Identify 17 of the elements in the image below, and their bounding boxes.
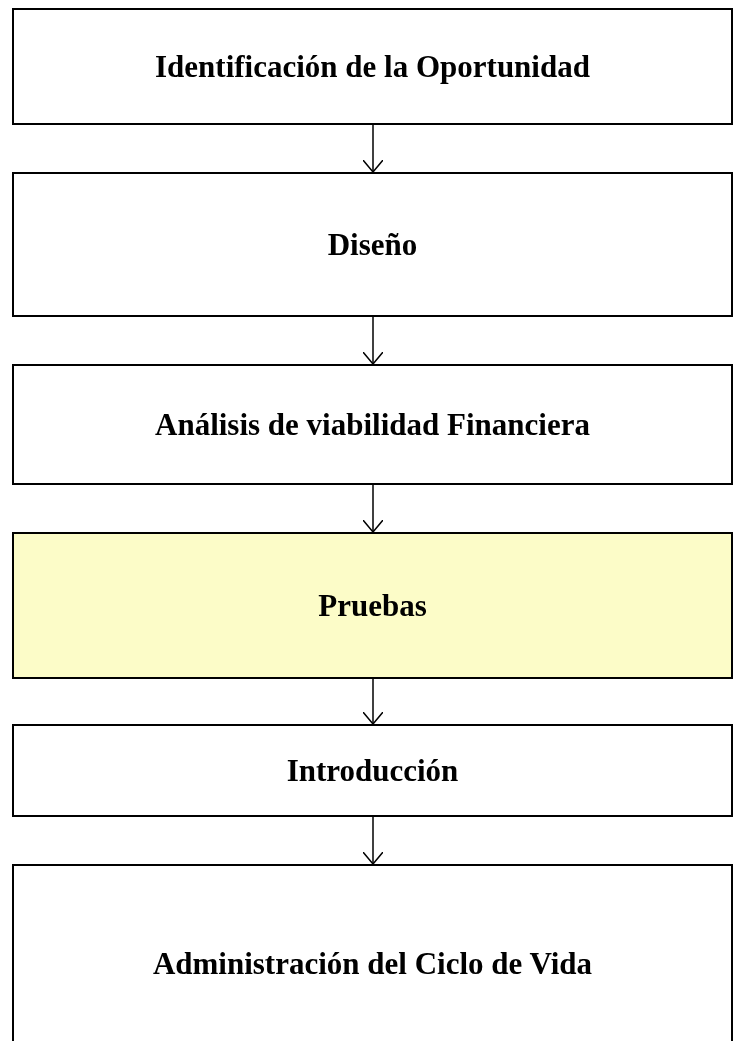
process-box [12,724,733,817]
box-label: Pruebas [317,587,428,624]
process-box [12,364,733,485]
arrow [362,124,384,173]
box-label: Análisis de viabilidad Financiera [154,406,591,443]
process-box [12,532,733,679]
process-box [12,864,733,1041]
box-label: Administración del Ciclo de Vida [151,946,594,982]
process-box [12,8,733,125]
box-label: Introducción [285,752,460,789]
arrow [362,316,384,365]
box-label: Diseño [326,226,419,263]
arrow [362,678,384,725]
process-box [12,172,733,317]
arrow [362,816,384,865]
box-label: Identificación de la Oportunidad [154,48,591,85]
arrow [362,484,384,533]
